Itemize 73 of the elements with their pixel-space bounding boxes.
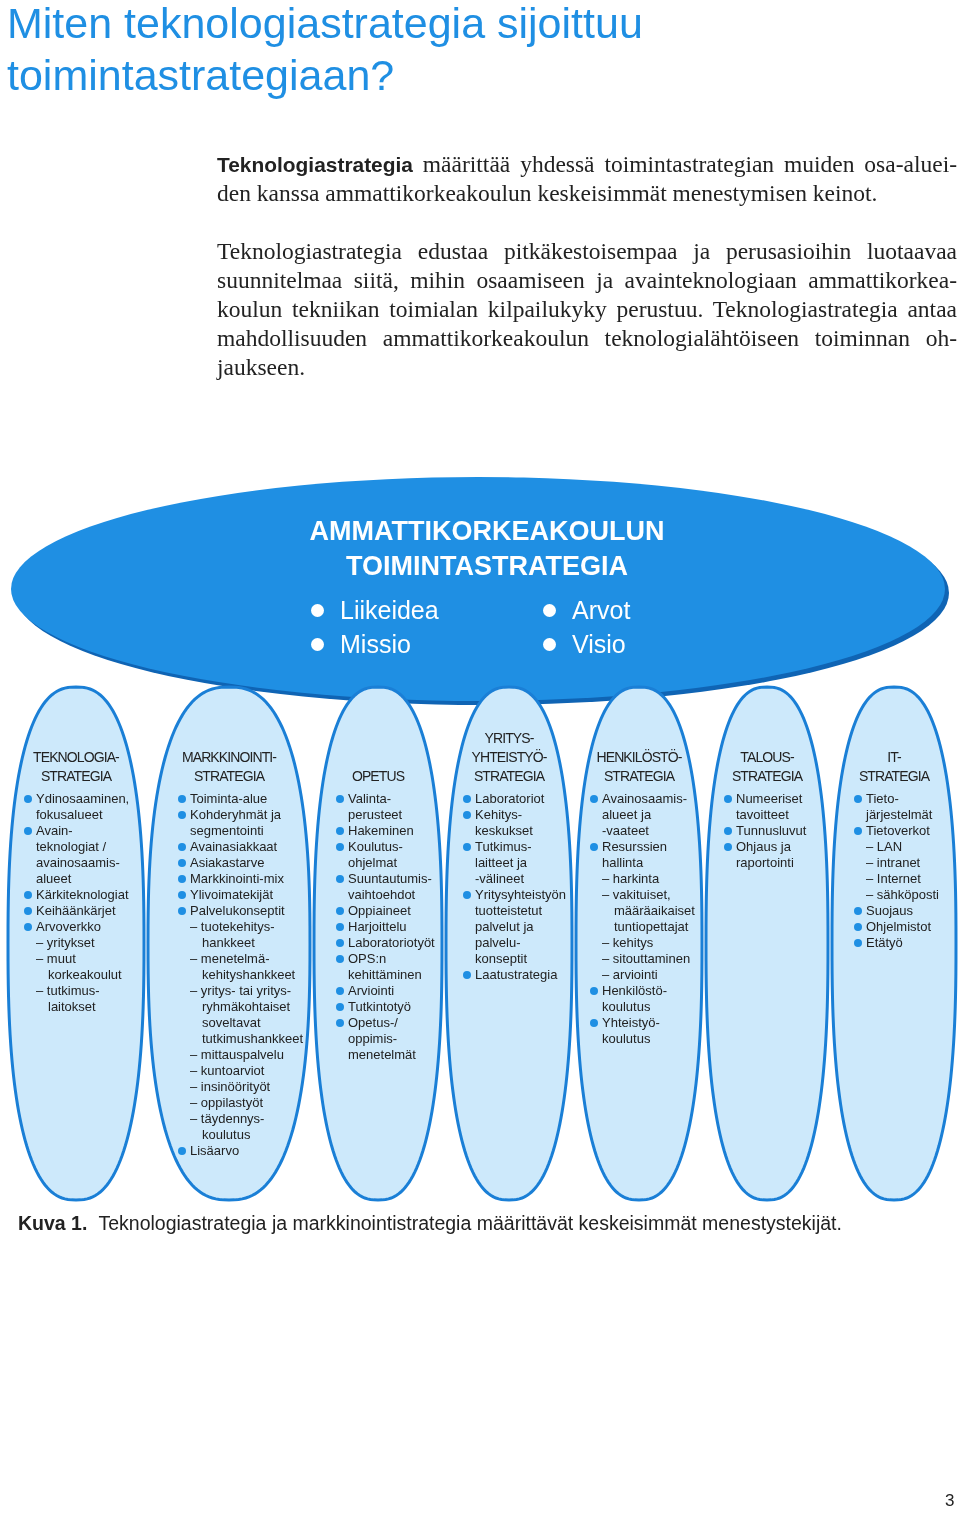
- list-item: Liikeidea: [340, 595, 439, 626]
- list-item: Ylivoimatekijät: [190, 887, 274, 903]
- list-item: Tutkimus- laitteet ja -välineet: [475, 839, 533, 887]
- sub-list-item: – tutkimus- laitokset: [36, 983, 101, 1015]
- list-item: Tieto- järjestelmät: [866, 791, 934, 823]
- list-item: Ohjelmistot: [866, 919, 932, 935]
- list-item: Avainosaamis- alueet ja -vaateet: [602, 791, 689, 839]
- list-item: Avainasiakkaat: [190, 839, 278, 855]
- figure-caption: Kuva 1. Teknologiastrategia ja markkinointistrategia määrittävät keskeisimmät menestystekijät.: [18, 1211, 842, 1235]
- body-paragraph: Teknologiastrategia määrittää yhdessä toimintastrategian muiden osa-aluei- den kanssa ammattikorkeakoulun keskeisimmät menestymisen keinot.: [217, 150, 957, 208]
- list-item: Lisäarvo: [190, 1143, 240, 1159]
- list-item: Tutkintotyö: [348, 999, 412, 1015]
- sub-list-item: – täydennys- koulutus: [190, 1111, 266, 1143]
- list-item: Koulutus- ohjelmat: [348, 839, 404, 871]
- list-item: Etätyö: [866, 935, 903, 951]
- ellipse-heading: AMMATTIKORKEAKOULUN TOIMINTASTRATEGIA: [309, 515, 665, 583]
- list-item: Keihäänkärjet: [36, 903, 116, 919]
- list-item: Visio: [572, 629, 626, 660]
- ellipse-heading: HENKILÖSTÖ- STRATEGIA: [596, 748, 682, 786]
- list-item: Suojaus: [866, 903, 913, 919]
- list-item: Laboratoriot: [475, 791, 545, 807]
- list-item: Laboratoriotyöt: [348, 935, 435, 951]
- list-item: Hakeminen: [348, 823, 414, 839]
- ellipse-heading: MARKKINOINTI- STRATEGIA: [181, 748, 277, 786]
- list-item: Arvoverkko: [36, 919, 102, 935]
- list-item: Arvot: [572, 595, 631, 626]
- body-paragraph: Teknologiastrategia edustaa pitkäkestoisempaa ja perusasioihin luotaavaa suunnitelmaa siitä, mihin osaamiseen ja avainteknologiaan ammattikorkea- koulun tekniikan toimialan kilpailukyky perustuu. Teknologiastrategia antaa mahdollisuuden ammattikorkeakoulun teknologialähtöiseen toiminnan oh- jaukseen.: [217, 237, 957, 382]
- sub-list-item: – sähköposti: [866, 887, 940, 903]
- list-item: Arviointi: [348, 983, 395, 999]
- list-item: Missio: [340, 629, 411, 660]
- list-item: Henkilöstö- koulutus: [602, 983, 669, 1015]
- ellipse-heading: OPETUS: [351, 767, 405, 786]
- sub-list-item: – Internet: [866, 871, 922, 887]
- list-item: Laatustrategia: [475, 967, 558, 983]
- list-item: Opetus-/ oppimis- menetelmät: [348, 1015, 417, 1063]
- sub-list-item: – LAN: [866, 839, 904, 855]
- sub-list-item: – yritykset: [36, 935, 96, 951]
- list-item: Tietoverkot: [866, 823, 930, 839]
- sub-list-item: – kehitys: [602, 935, 655, 951]
- sub-list-item: – oppilastyöt: [190, 1095, 264, 1111]
- list-item: Palvelukonseptit: [190, 903, 285, 919]
- sub-list-item: – kuntoarviot: [190, 1063, 266, 1079]
- list-item: Yhteistyö- koulutus: [602, 1015, 661, 1047]
- list-item: Toiminta-alue: [190, 791, 268, 807]
- page-title: Miten teknologiastrategia sijoittuu toimintastrategiaan?: [7, 0, 644, 101]
- list-item: Kohderyhmät ja segmentointi: [190, 807, 283, 839]
- ellipse-heading: TEKNOLOGIA- STRATEGIA: [33, 748, 119, 786]
- list-item: Kehitys- keskukset: [475, 807, 534, 839]
- list-item: Markkinointi-mix: [190, 871, 284, 887]
- page-number: 3: [945, 1491, 955, 1511]
- list-item: Tunnusluvut: [736, 823, 807, 839]
- list-item: Numeeriset tavoitteet: [736, 791, 804, 823]
- list-item: Asiakastarve: [190, 855, 265, 871]
- list-item: OPS:n kehittäminen: [348, 951, 423, 983]
- list-item: Ohjaus ja raportointi: [736, 839, 795, 871]
- list-item: Oppiaineet: [348, 903, 411, 919]
- list-item: Harjoittelu: [348, 919, 407, 935]
- list-item: Yritysyhteistyön tuotteistetut palvelut ja palvelu- konseptit: [475, 887, 568, 967]
- sub-list-item: – mittauspalvelu: [190, 1047, 285, 1063]
- list-item: Avain- teknologiat / avainosaamis- alueet: [36, 823, 121, 887]
- sub-list-item: – intranet: [866, 855, 922, 871]
- sub-list-item: – harkinta: [602, 871, 661, 887]
- sub-list-item: – arviointi: [602, 967, 659, 983]
- list-item: Suuntautumis- vaihtoehdot: [348, 871, 433, 903]
- ellipse-heading: TALOUS- STRATEGIA: [731, 748, 803, 786]
- strategy-ellipse: [8, 474, 950, 706]
- ellipse-heading: IT- STRATEGIA: [858, 748, 930, 786]
- sub-list-item: – insinöörityöt: [190, 1079, 272, 1095]
- list-item: Ydinosaaminen, fokusalueet: [36, 791, 131, 823]
- ellipse-heading: YRITYS- YHTEISTYÖ- STRATEGIA: [471, 729, 547, 786]
- list-item: Kärkiteknologiat: [36, 887, 129, 903]
- sub-list-item: – sitouttaminen: [602, 951, 692, 967]
- list-item: Valinta- perusteet: [348, 791, 404, 823]
